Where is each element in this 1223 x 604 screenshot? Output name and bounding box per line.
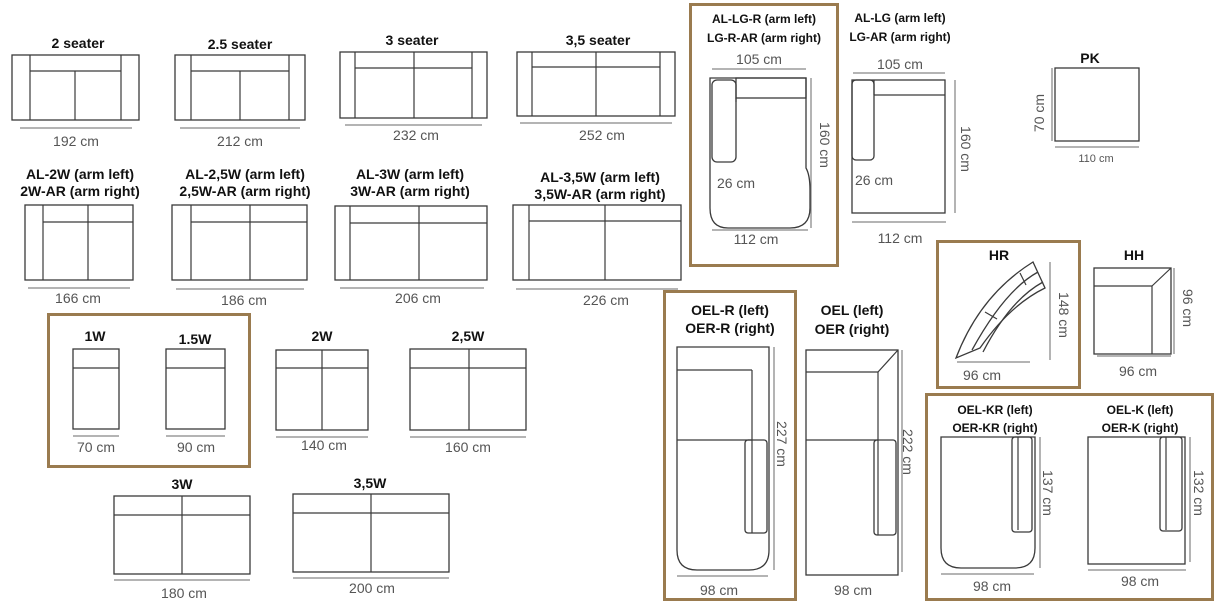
label-pk: PK — [1080, 50, 1100, 66]
label-oel-k-line2: OER-K (right) — [1101, 421, 1179, 435]
dim-2-5w-width: 160 cm — [445, 439, 491, 455]
al-lg-drawing — [851, 72, 956, 223]
label-3-5w: 3,5W — [353, 475, 387, 491]
dim-al-lg-top: 105 cm — [877, 56, 923, 72]
dim-3w-width: 180 cm — [161, 585, 207, 601]
dim-3-5w-width: 200 cm — [349, 580, 395, 596]
label-al-3w-line1: AL-3W (arm left) — [355, 166, 465, 182]
dim-hh-height: 96 cm — [1180, 288, 1196, 328]
label-oel-k-line1: OEL-K (left) — [1106, 403, 1174, 417]
label-3-seater: 3 seater — [385, 32, 439, 48]
dim-oel-height: 222 cm — [900, 429, 916, 475]
dim-al-lg-r-bottom: 112 cm — [733, 231, 779, 247]
module-2-5w-drawing — [409, 348, 527, 438]
dim-pk-width: 110 cm — [1078, 153, 1114, 165]
al-3-5w-drawing — [512, 204, 682, 290]
label-3w: 3W — [171, 476, 193, 492]
dim-al-3w-width: 206 cm — [395, 290, 441, 306]
label-al-2-5w-line2: 2,5W-AR (arm right) — [179, 183, 311, 199]
pk-drawing — [1051, 67, 1140, 148]
dim-al-2-5w-width: 186 cm — [221, 292, 267, 308]
label-2w: 2W — [311, 328, 333, 344]
label-hh: HH — [1123, 247, 1145, 263]
highlight-box-oel-r — [663, 290, 797, 601]
label-oel-r-line1: OEL-R (left) — [691, 302, 769, 318]
dim-hr-width: 96 cm — [962, 367, 1002, 383]
dim-al-lg-bottom: 112 cm — [877, 230, 923, 246]
dim-al-lg-r-arm: 26 cm — [716, 175, 756, 191]
label-al-2w-line2: 2W-AR (arm right) — [20, 183, 140, 199]
dim-1-5w-width: 90 cm — [176, 439, 216, 455]
highlight-box-oel-k — [925, 393, 1214, 601]
label-oel-kr-line1: OEL-KR (left) — [957, 403, 1033, 417]
label-al-lg-r-line1: AL-LG-R (arm left) — [712, 12, 816, 26]
dim-2-seater-width: 192 cm — [53, 133, 99, 149]
label-1-5w: 1.5W — [178, 331, 212, 347]
label-al-2w-line1: AL-2W (arm left) — [25, 166, 135, 182]
dim-al-lg-r-top: 105 cm — [736, 51, 782, 67]
dim-hr-height: 148 cm — [1056, 292, 1072, 338]
label-al-3w-line2: 3W-AR (arm right) — [350, 183, 470, 199]
dim-oel-kr-width: 98 cm — [972, 578, 1012, 594]
dim-oel-r-height: 227 cm — [774, 421, 790, 467]
dim-al-3-5w-width: 226 cm — [583, 292, 629, 308]
dim-al-lg-r-height: 160 cm — [817, 122, 833, 168]
label-2-5-seater: 2.5 seater — [207, 36, 273, 52]
sofa-2-5-seater-drawing — [174, 54, 306, 129]
label-al-3-5w-line2: 3,5W-AR (arm right) — [534, 186, 666, 202]
label-al-lg-r-line2: LG-R-AR (arm right) — [707, 31, 821, 45]
oel-kr-drawing — [940, 436, 1041, 575]
dim-al-lg-arm: 26 cm — [854, 172, 894, 188]
dim-oel-kr-height: 137 cm — [1040, 470, 1056, 516]
dim-3-seater-width: 232 cm — [393, 127, 439, 143]
label-oel-line2: OER (right) — [814, 321, 890, 337]
module-1-5w-drawing — [165, 348, 226, 437]
sofa-2-seater-drawing — [11, 54, 140, 129]
sofa-3-5-seater-drawing — [516, 51, 676, 124]
label-hr: HR — [988, 247, 1010, 263]
al-lg-r-drawing — [709, 68, 812, 231]
dim-1w-width: 70 cm — [76, 439, 116, 455]
dim-al-lg-height: 160 cm — [958, 126, 974, 172]
highlight-box-hr — [936, 240, 1081, 389]
dim-oel-width: 98 cm — [833, 582, 873, 598]
dim-2w-width: 140 cm — [301, 437, 347, 453]
al-3w-drawing — [334, 205, 488, 289]
label-2-5w: 2,5W — [451, 328, 485, 344]
module-1w-drawing — [72, 348, 120, 437]
dim-oel-r-width: 98 cm — [699, 582, 739, 598]
dim-hh-width: 96 cm — [1118, 363, 1158, 379]
oel-r-drawing — [676, 346, 775, 577]
label-al-lg-line2: LG-AR (arm right) — [849, 30, 951, 44]
hh-drawing — [1093, 267, 1175, 357]
dim-3-5-seater-width: 252 cm — [579, 127, 625, 143]
label-3-5-seater: 3,5 seater — [565, 32, 631, 48]
module-2w-drawing — [275, 349, 369, 438]
module-3-5w-drawing — [292, 493, 450, 579]
al-2-5w-drawing — [171, 204, 308, 290]
dim-al-2w-width: 166 cm — [55, 290, 101, 306]
dim-2-5-seater-width: 212 cm — [217, 133, 263, 149]
dim-oel-k-width: 98 cm — [1120, 573, 1160, 589]
highlight-box-1w-1-5w — [47, 313, 251, 468]
label-al-3-5w-line1: AL-3,5W (arm left) — [540, 169, 660, 185]
al-2w-drawing — [24, 204, 134, 289]
label-oel-r-line2: OER-R (right) — [685, 320, 775, 336]
oel-drawing — [805, 349, 903, 576]
highlight-box-al-lg-r — [689, 3, 839, 267]
module-3w-drawing — [113, 495, 251, 581]
label-oel-kr-line2: OER-KR (right) — [952, 421, 1038, 435]
sofa-3-seater-drawing — [339, 51, 488, 126]
dim-oel-k-height: 132 cm — [1191, 470, 1207, 516]
label-2-seater: 2 seater — [51, 35, 105, 51]
dim-pk-height: 70 cm — [1031, 93, 1047, 133]
label-1w: 1W — [84, 328, 106, 344]
oel-k-drawing — [1087, 436, 1191, 571]
label-al-2-5w-line1: AL-2,5W (arm left) — [185, 166, 305, 182]
hr-drawing — [954, 261, 1051, 363]
label-al-lg-line1: AL-LG (arm left) — [854, 11, 946, 25]
label-oel-line1: OEL (left) — [820, 302, 884, 318]
